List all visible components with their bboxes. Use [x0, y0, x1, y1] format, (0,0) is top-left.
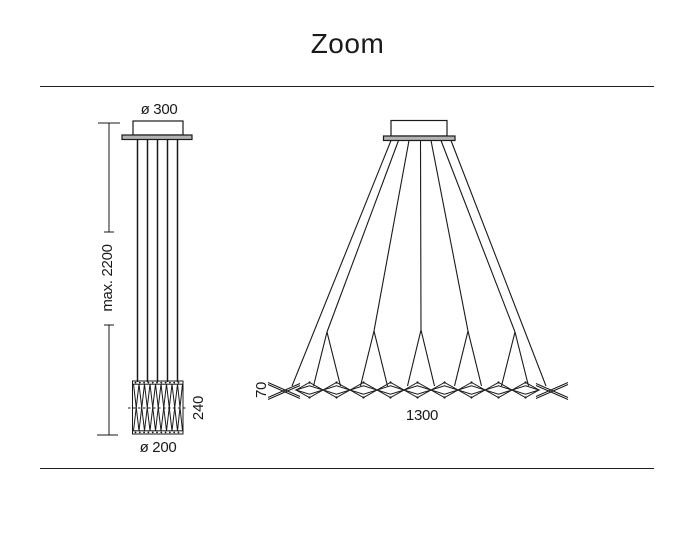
retracted-view: [97, 120, 193, 436]
lamp-body-retracted: [128, 380, 188, 435]
suspension-cables: [136, 139, 179, 382]
label-max-height: max. 2200: [99, 244, 116, 311]
pivot-beads-top: [134, 381, 180, 384]
page-title: Zoom: [310, 28, 385, 59]
canopy-plate: [382, 135, 456, 142]
chain-end-right: [535, 382, 569, 400]
suspension-cables-fanned: [291, 140, 547, 387]
extended-view: [267, 119, 569, 400]
scissor-chain-extended: [267, 380, 569, 400]
top-divider: [40, 86, 654, 87]
label-extended-width: 1300: [406, 407, 438, 424]
label-canopy-diameter: ø 300: [141, 101, 178, 118]
chain-end-left: [267, 382, 301, 400]
height-dimension-line: [97, 122, 120, 436]
canopy-box: [390, 119, 448, 137]
label-body-height: 240: [190, 396, 207, 420]
pivot-beads-bottom: [134, 431, 180, 434]
label-extended-height: 70: [253, 382, 270, 398]
dimension-labels: ø 300 max. 2200 240 ø 200 70 1300: [99, 101, 438, 456]
bottom-divider: [40, 468, 654, 469]
canopy-plate: [121, 134, 193, 141]
canopy-box: [132, 120, 184, 136]
label-body-diameter: ø 200: [140, 439, 177, 456]
